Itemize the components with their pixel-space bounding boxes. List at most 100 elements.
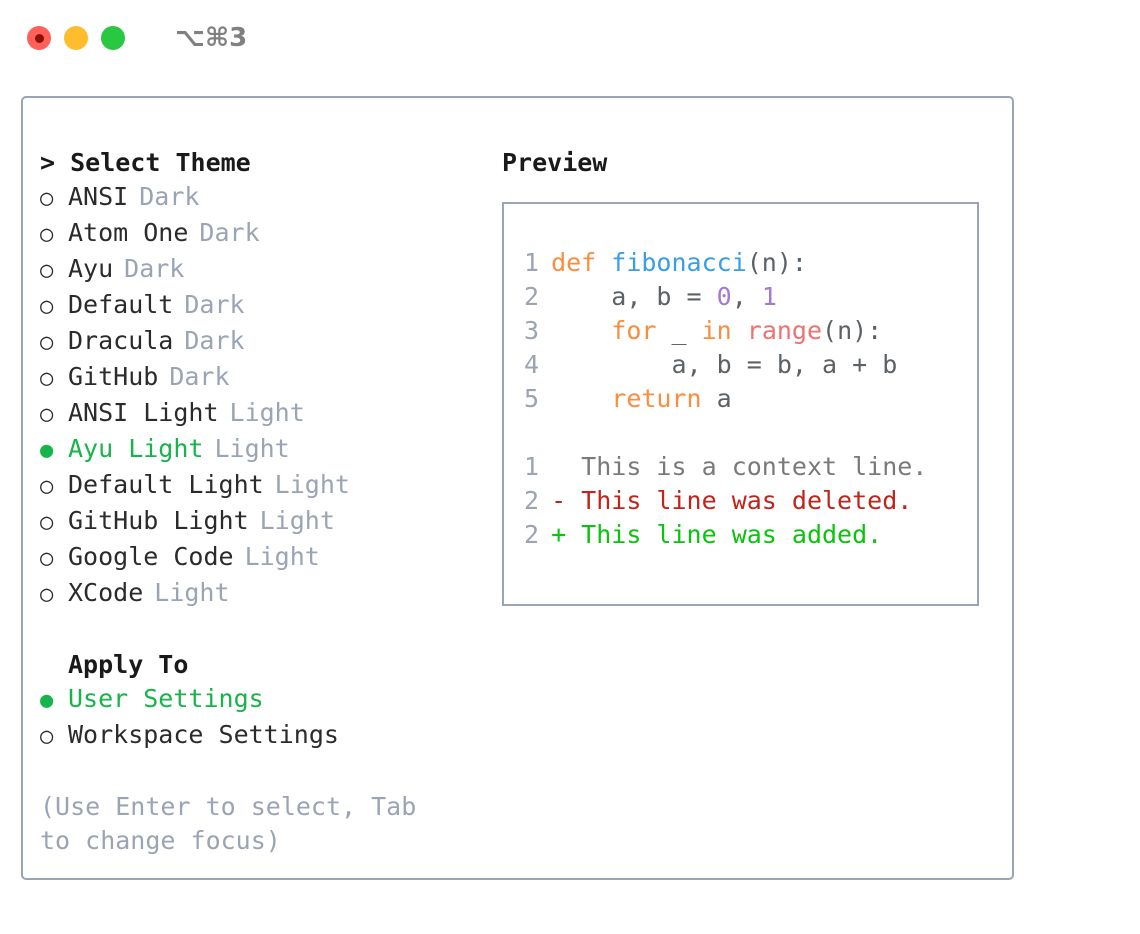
radio-unselected-icon: ○ [40,330,54,355]
theme-option-label: GitHub [68,362,159,391]
theme-option-label: ANSI Light [68,398,219,427]
code-token-fn: fibonacci [611,248,747,277]
line-number: 2 [524,486,540,515]
traffic-lights [27,26,125,50]
radio-unselected-icon: ○ [40,582,54,607]
apply-to-section: Apply To ● User Settings ○ Workspace Settin… [40,648,488,754]
theme-option-label: ANSI [68,182,129,211]
theme-option-atom-one[interactable]: ○ Atom One Dark [40,216,488,252]
code-token-plain: _ [656,316,702,345]
theme-option-github[interactable]: ○ GitHub Dark [40,360,488,396]
theme-option-google-code[interactable]: ○ Google Code Light [40,540,488,576]
radio-unselected-icon: ○ [40,294,54,319]
keyboard-hint-text: (Use Enter to select, Tab to change focu… [40,792,432,855]
code-token-kw: return [611,384,702,413]
radio-unselected-icon: ○ [40,724,54,749]
line-number: 2 [524,520,540,549]
code-token-kw: for [611,316,657,345]
line-number: 3 [524,316,540,345]
line-number: 4 [524,350,540,379]
code-token-builtin: range [746,316,823,345]
close-icon[interactable] [27,26,51,50]
theme-option-label: Default [68,290,174,319]
diff-text: This line was added. [566,520,883,549]
line-number: 5 [524,384,540,413]
diff-sign: + [551,520,567,549]
diff-sample: 1 This is a context line.2- This line wa… [524,450,977,552]
code-line: 2 a, b = 0, 1 [524,280,977,314]
diff-line-del: 2- This line was deleted. [524,484,977,518]
apply-to-heading: Apply To [68,650,189,679]
theme-variant-badge: Light [259,506,335,535]
theme-variant-badge: Dark [139,182,200,211]
theme-option-label: GitHub Light [68,506,249,535]
code-token-num: 0 [716,282,732,311]
theme-option-label: XCode [68,578,144,607]
radio-selected-icon: ● [40,438,54,463]
theme-option-label: Atom One [68,218,189,247]
theme-variant-badge: Dark [169,362,230,391]
code-token-plain: a, b = [551,282,717,311]
line-number: 1 [524,452,540,481]
code-line: 1 def fibonacci(n): [524,246,977,280]
code-line: 4 a, b = b, a + b [524,348,977,382]
diff-text: This is a context line. [566,452,928,481]
code-token-kw: in [701,316,732,345]
apply-to-option-label: Workspace Settings [68,720,339,749]
radio-unselected-icon: ○ [40,510,54,535]
theme-option-label: Dracula [68,326,174,355]
radio-unselected-icon: ○ [40,222,54,247]
radio-unselected-icon: ○ [40,366,54,391]
title-bar: ⌥⌘3 [0,0,1140,76]
minimize-icon[interactable] [64,26,88,50]
code-token-kw: def [551,248,597,277]
theme-variant-badge: Light [214,434,290,463]
theme-variant-badge: Dark [184,326,245,355]
theme-option-dracula[interactable]: ○ Dracula Dark [40,324,488,360]
apply-to-option-label: User Settings [68,684,264,713]
zoom-icon[interactable] [101,26,125,50]
diff-line-ctx: 1 This is a context line. [524,450,977,484]
code-token-plain [551,316,611,345]
apply-to-option-workspace-settings[interactable]: ○ Workspace Settings [40,718,488,754]
code-token-plain [551,384,611,413]
code-token-plain: a [701,384,732,413]
theme-variant-badge: Dark [184,290,245,319]
code-token-plain [596,248,611,277]
theme-option-ansi[interactable]: ○ ANSI Dark [40,180,488,216]
diff-sign: - [551,486,567,515]
theme-variant-badge: Dark [124,254,185,283]
line-number: 1 [524,248,540,277]
radio-unselected-icon: ○ [40,546,54,571]
keyboard-shortcut-label: ⌥⌘3 [175,23,248,53]
theme-option-label: Ayu Light [68,434,204,463]
theme-option-label: Ayu [68,254,114,283]
code-token-num: 1 [761,282,777,311]
apply-to-option-user-settings[interactable]: ● User Settings [40,682,488,718]
theme-variant-badge: Light [244,542,320,571]
theme-option-default[interactable]: ○ Default Dark [40,288,488,324]
theme-option-github-light[interactable]: ○ GitHub Light Light [40,504,488,540]
code-token-plain [732,316,747,345]
theme-option-label: Google Code [68,542,234,571]
theme-variant-badge: Light [274,470,350,499]
theme-option-ayu-light[interactable]: ● Ayu Light Light [40,432,488,468]
radio-unselected-icon: ○ [40,186,54,211]
radio-selected-icon: ● [40,688,54,713]
code-token-plain: (n): [822,316,883,345]
diff-text: This line was deleted. [566,486,913,515]
code-token-plain: (n): [746,248,807,277]
code-spacer [524,416,977,450]
theme-variant-badge: Dark [199,218,260,247]
theme-variant-badge: Light [229,398,305,427]
